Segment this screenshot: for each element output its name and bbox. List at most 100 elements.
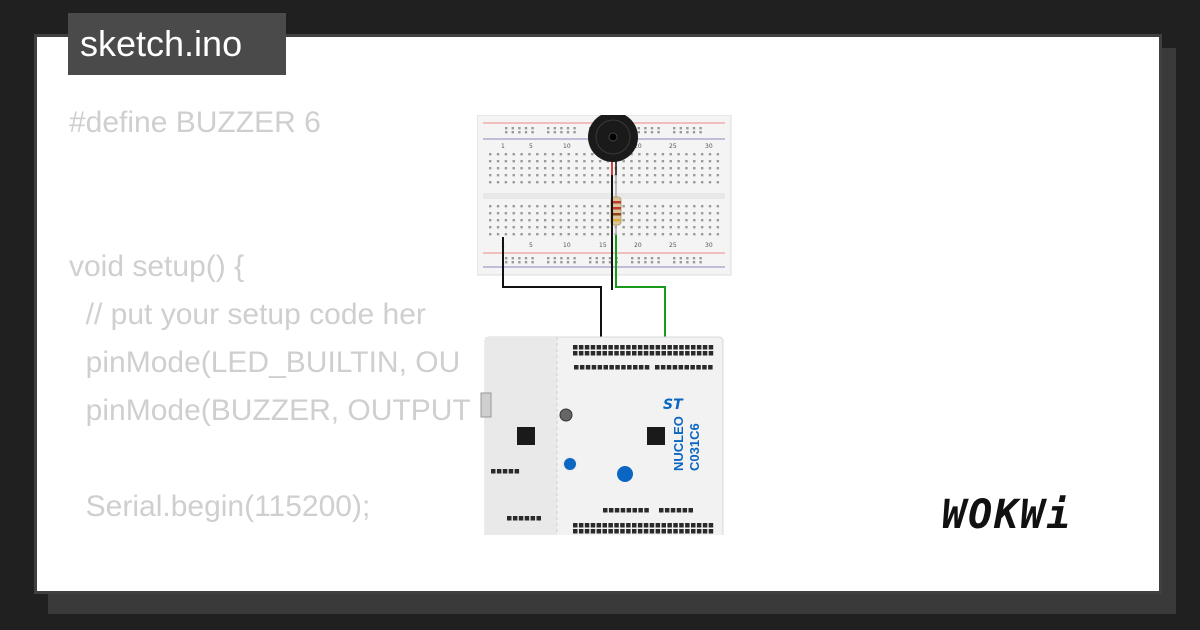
header-pin [603,508,608,513]
header-pin [609,365,614,370]
header-pin [638,365,644,370]
breadboard-hole [700,212,704,215]
breadboard-hole [520,219,523,222]
breadboard-hole [531,127,534,130]
breadboard-hole [630,205,633,208]
circuit-diagram: 1 5 10 15 20 25 30 1 5 10 15 20 25 30 [477,115,732,535]
breadboard-hole [536,160,539,163]
breadboard-hole [708,212,712,215]
breadboard-hole [637,261,640,264]
breadboard-hole [598,205,602,208]
breadboard-hole [685,226,688,229]
header-pin [638,508,643,513]
breadboard-hole [504,212,508,215]
header-pin [578,529,584,534]
col-label: 10 [563,242,571,249]
breadboard-hole [567,212,570,215]
header-pin [688,508,693,513]
breadboard-hole [598,226,602,229]
breadboard-hole [520,160,523,163]
breadboard-hole [646,167,649,170]
breadboard-hole [573,257,576,260]
breadboard-hole [566,261,570,264]
header-pin [661,523,666,528]
breadboard-hole [531,131,534,134]
breadboard-hole [583,205,586,208]
breadboard-hole [622,160,625,163]
header-pin [644,508,649,513]
header-pin [632,345,637,350]
breadboard-hole [677,174,680,177]
header-pin [627,365,632,370]
header-pin [678,365,684,370]
header-pin [620,523,625,528]
header-pin [530,516,536,521]
breadboard-hole [496,167,500,170]
breadboard-hole [591,167,594,170]
chip [517,427,535,445]
breadboard-hole [673,257,676,260]
header-pin [679,523,684,528]
breadboard-hole [606,233,610,236]
user-button-icon [562,456,578,472]
file-tab[interactable]: sketch.ino [68,13,286,75]
header-pin [708,351,714,356]
header-pin [632,351,637,356]
breadboard-hole [524,257,528,260]
code-line: // put your setup code her [69,298,426,331]
breadboard-hole [518,257,521,260]
breadboard-hole [708,181,712,184]
st-logo: ST [663,397,684,413]
breadboard-hole [583,219,586,222]
breadboard-hole [685,205,688,208]
breadboard-hole [512,212,515,215]
breadboard-hole [686,131,689,134]
breadboard-hole [583,174,586,177]
breadboard-hole [559,174,563,177]
header-pin [578,351,584,356]
breadboard-hole [543,212,547,215]
code-line [69,435,471,483]
col-label: 25 [669,242,677,249]
breadboard-hole [536,181,539,184]
header-pin [602,351,607,356]
breadboard-hole [598,212,602,215]
breadboard-hole [591,174,594,177]
breadboard-hole [528,226,531,229]
breadboard-hole [653,160,657,163]
header-pin [590,345,596,350]
breadboard-hole [677,181,680,184]
breadboard-hole [637,257,640,260]
breadboard-hole [653,181,657,184]
breadboard-hole [677,226,680,229]
breadboard-hole [650,257,654,260]
breadboard-hole [669,153,672,156]
breadboard-hole [566,127,570,130]
header-pin [518,516,524,521]
header-pin [597,365,603,370]
breadboard-hole [591,160,594,163]
breadboard-hole [520,205,523,208]
header-pin [684,365,689,370]
breadboard-hole [575,233,578,236]
breadboard-hole [591,219,594,222]
breadboard-hole [685,174,688,177]
breadboard-hole [598,233,602,236]
breadboard-hole [650,127,654,130]
header-pin [512,516,518,521]
breadboard-hole [595,261,598,264]
header-pin [708,529,714,534]
breadboard-hole [583,153,586,156]
breadboard-hole [602,261,605,264]
col-label: 20 [634,143,642,150]
header-pin [696,529,702,534]
header-pin [626,508,632,513]
breadboard-hole [669,233,672,236]
breadboard-hole [536,219,539,222]
header-pin [573,351,578,356]
breadboard-hole [677,167,680,170]
header-pin [667,529,672,534]
breadboard-hole [559,219,563,222]
breadboard-hole [693,174,696,177]
